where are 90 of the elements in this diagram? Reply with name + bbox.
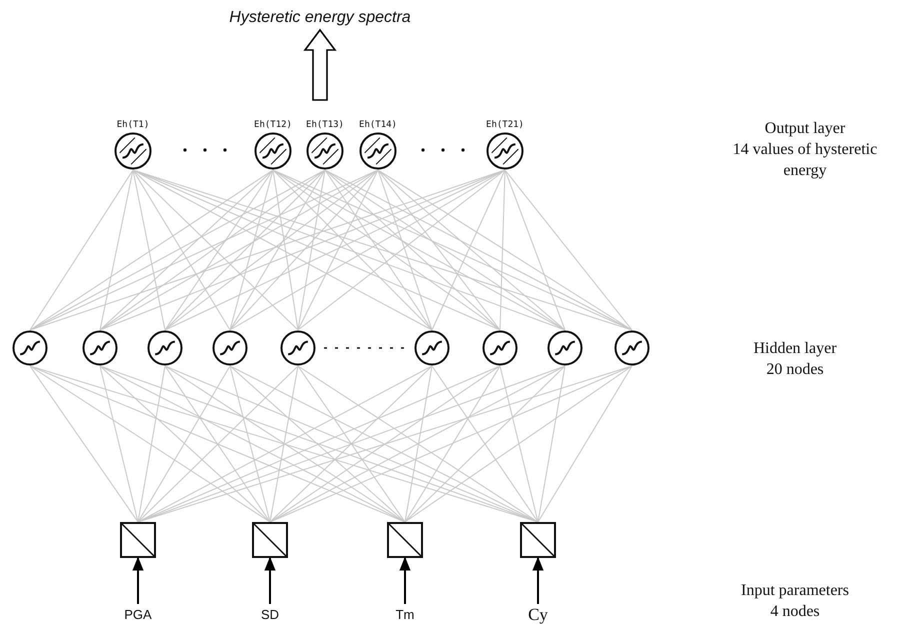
connection-line: [298, 170, 326, 330]
connection-line: [504, 170, 632, 330]
arrow: [264, 556, 276, 604]
connection-line: [378, 170, 632, 330]
sigmoid-neuron: [414, 330, 450, 366]
connection-line: [378, 170, 500, 330]
layer-label: Output layer: [764, 119, 846, 139]
connection-line: [504, 170, 566, 330]
connection-line: [272, 170, 432, 330]
connection-line: [404, 366, 500, 522]
connection-line: [100, 366, 270, 522]
arrow: [532, 556, 544, 604]
sigmoid-neuron: [147, 330, 183, 366]
connection-line: [164, 170, 326, 330]
connection-line: [100, 366, 406, 522]
sigmoid-neuron: [614, 330, 650, 366]
connection-line: [100, 170, 134, 330]
connection-line: [270, 366, 632, 522]
connection-line: [538, 366, 632, 522]
connection-line: [298, 366, 538, 522]
connection-line: [230, 170, 274, 330]
neuron-label: Eh(T12): [254, 119, 292, 132]
connection-line: [500, 170, 506, 330]
connection-line: [298, 366, 406, 522]
connection-line: [272, 170, 298, 330]
connection-line: [230, 366, 406, 522]
connection-line: [132, 170, 432, 330]
connection-line: [404, 366, 632, 522]
sigmoid-neuron: [12, 330, 48, 366]
connection-line: [270, 366, 432, 522]
connection-line: [404, 366, 432, 522]
connection-line: [138, 366, 432, 522]
connection-line: [138, 366, 166, 522]
input-label: Cy: [512, 604, 564, 626]
layer-label: 14 values of hysteretic energy: [732, 140, 878, 181]
connection-line: [538, 366, 566, 522]
sigmoid-neuron: [280, 330, 316, 366]
layer-label: 4 nodes: [769, 602, 821, 622]
connection-line: [138, 366, 298, 522]
connection-line: [500, 366, 538, 522]
sigmoid-neuron: [482, 330, 518, 366]
connection-line: [132, 170, 230, 330]
output-title: Hysteretic energy spectra: [200, 6, 440, 30]
input-label: SD: [244, 604, 296, 626]
connection-line: [30, 366, 270, 522]
connection-line: [230, 366, 270, 522]
neuron-label: Eh(T14): [359, 119, 397, 132]
sigmoid-neuron: [212, 330, 248, 366]
connection-line: [378, 170, 432, 330]
connection-line: [30, 170, 274, 330]
connection-line: [432, 170, 506, 330]
neuron-label: Eh(T21): [486, 119, 524, 132]
layer-label: Input parameters: [740, 581, 850, 601]
connection-line: [324, 170, 432, 330]
hollow-arrow: [303, 28, 337, 101]
connection-line: [30, 366, 138, 522]
connection-line: [132, 170, 166, 330]
input-neuron: [252, 522, 288, 558]
connection-line: [164, 170, 274, 330]
connection-line: [164, 170, 378, 330]
connection-line: [404, 366, 566, 522]
connection-line: [164, 366, 270, 522]
connection-line: [230, 170, 378, 330]
arrow: [132, 556, 144, 604]
connection-line: [298, 170, 378, 330]
connection-line: [270, 366, 566, 522]
connection-line: [270, 366, 298, 522]
connection-line: [30, 170, 134, 330]
input-label: PGA: [112, 604, 164, 626]
input-neuron: [520, 522, 556, 558]
connection-line: [272, 170, 566, 330]
connection-line: [100, 170, 274, 330]
sigmoid-neuron: [82, 330, 118, 366]
connection-line: [100, 366, 138, 522]
layer-label: Hidden layer: [752, 339, 838, 359]
neuron-label: Eh(T1): [116, 119, 150, 132]
arrow: [399, 556, 411, 604]
input-label: Tm: [379, 604, 431, 626]
connection-line: [378, 170, 566, 330]
connection-line: [30, 366, 406, 522]
connection-line: [432, 366, 538, 522]
connection-line: [230, 170, 326, 330]
connection-line: [138, 366, 230, 522]
neuron-label: Eh(T13): [306, 119, 344, 132]
input-neuron: [387, 522, 423, 558]
input-neuron: [120, 522, 156, 558]
layer-label: 20 nodes: [765, 360, 825, 380]
sigmoid-neuron: [547, 330, 583, 366]
connection-line: [132, 170, 298, 330]
connection-line: [324, 170, 500, 330]
